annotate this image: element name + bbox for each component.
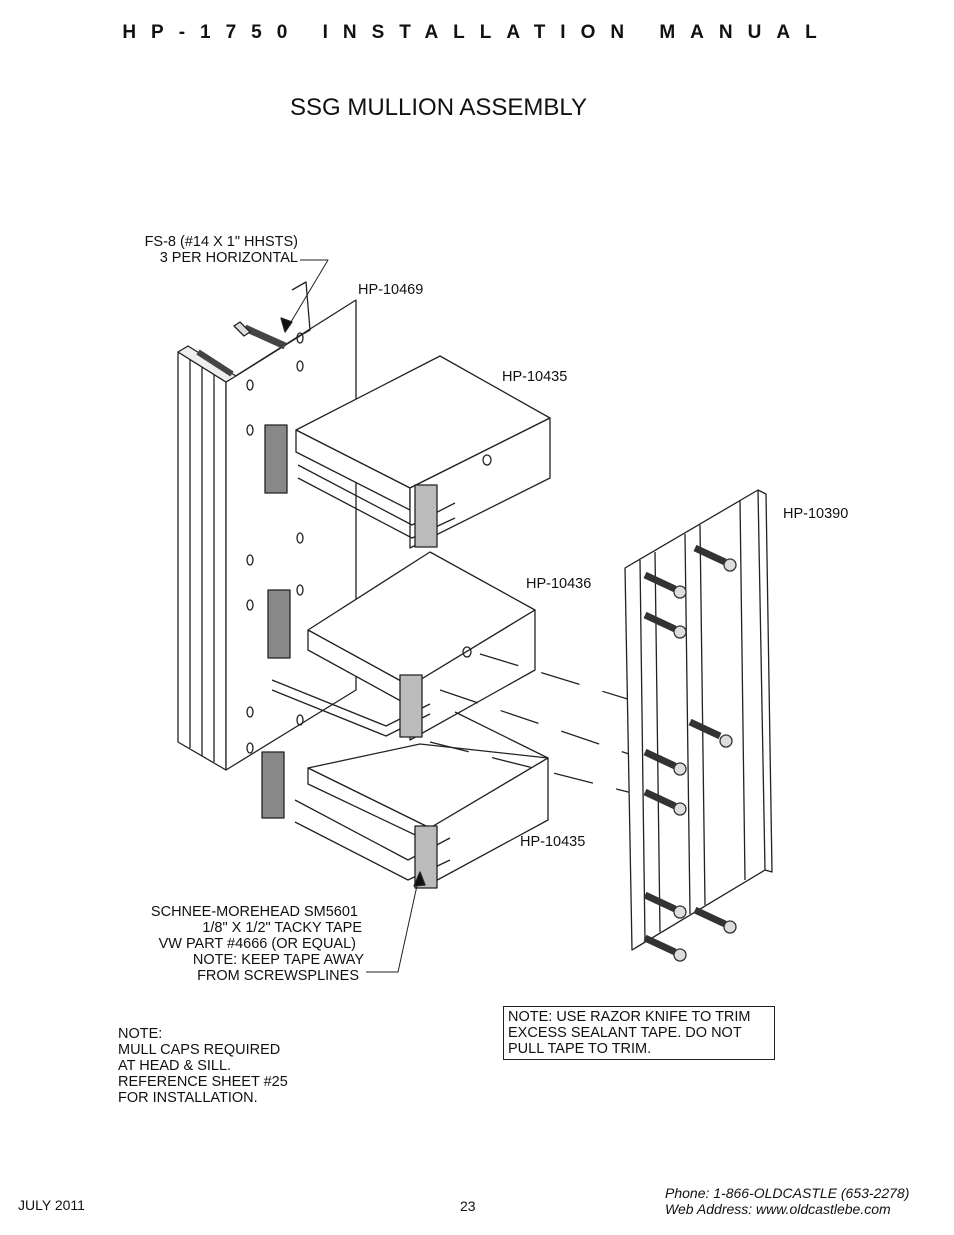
cover-plate bbox=[624, 489, 773, 951]
footer-phone: Phone: 1-866-OLDCASTLE (653-2278) bbox=[665, 1185, 910, 1201]
page-number: 23 bbox=[460, 1198, 476, 1214]
tape-callout: SCHNEE-MOREHEAD SM5601 1/8" X 1/2" TACKY… bbox=[110, 904, 364, 984]
note-line: NOTE: USE RAZOR KNIFE TO TRIM bbox=[508, 1009, 751, 1025]
callout-line: 3 PER HORIZONTAL bbox=[159, 250, 298, 266]
vertical-mullion bbox=[177, 281, 357, 819]
note-line: PULL TAPE TO TRIM. bbox=[508, 1041, 652, 1057]
note-line: NOTE: bbox=[118, 1026, 163, 1042]
mull-caps-note: NOTE: MULL CAPS REQUIRED AT HEAD & SILL.… bbox=[118, 1026, 288, 1106]
callout-line: VW PART #4666 (OR EQUAL) bbox=[158, 936, 356, 952]
part-label-hp10390: HP-10390 bbox=[783, 506, 849, 522]
page-title: SSG MULLION ASSEMBLY bbox=[290, 94, 587, 121]
note-line: FOR INSTALLATION. bbox=[118, 1090, 258, 1106]
tape-strip bbox=[261, 751, 285, 819]
manual-header: HP-1750 INSTALLATION MANUAL bbox=[122, 22, 832, 43]
callout-line: SCHNEE-MOREHEAD SM5601 bbox=[150, 904, 358, 920]
note-line: REFERENCE SHEET #25 bbox=[118, 1074, 288, 1090]
leader-lines bbox=[284, 259, 421, 973]
footer-web: Web Address: www.oldcastlebe.com bbox=[665, 1201, 891, 1217]
leader-arrow bbox=[280, 317, 293, 333]
callout-line: 1/8" X 1/2" TACKY TAPE bbox=[202, 920, 362, 936]
callout-line: FS-8 (#14 X 1" HHSTS) bbox=[144, 234, 298, 250]
horizontal-sill bbox=[294, 711, 549, 889]
note-line: AT HEAD & SILL. bbox=[118, 1058, 232, 1074]
part-label-hp10435-sill: HP-10435 bbox=[520, 834, 586, 850]
horizontal-intermediate bbox=[271, 551, 536, 741]
cover-screws bbox=[643, 544, 737, 962]
leader-arrow bbox=[413, 871, 426, 887]
razor-knife-note: NOTE: USE RAZOR KNIFE TO TRIM EXCESS SEA… bbox=[503, 1006, 775, 1060]
footer-contact: Phone: 1-866-OLDCASTLE (653-2278) Web Ad… bbox=[665, 1185, 909, 1217]
tape-strip bbox=[264, 424, 288, 494]
callout-line: FROM SCREWSPLINES bbox=[197, 968, 359, 984]
footer-date: JULY 2011 bbox=[18, 1197, 85, 1213]
part-label-hp10435-head: HP-10435 bbox=[502, 369, 568, 385]
note-line: MULL CAPS REQUIRED bbox=[118, 1042, 281, 1058]
mullion-holes bbox=[246, 332, 304, 754]
top-fastener-screw bbox=[196, 321, 287, 377]
note-line: EXCESS SEALANT TAPE. DO NOT bbox=[508, 1025, 742, 1041]
part-label-hp10436: HP-10436 bbox=[526, 576, 592, 592]
part-label-hp10469: HP-10469 bbox=[358, 282, 424, 298]
callout-line: NOTE: KEEP TAPE AWAY bbox=[192, 952, 364, 968]
horizontal-head bbox=[295, 355, 551, 549]
tape-strip bbox=[267, 589, 291, 659]
fastener-callout: FS-8 (#14 X 1" HHSTS) 3 PER HORIZONTAL bbox=[100, 234, 298, 266]
